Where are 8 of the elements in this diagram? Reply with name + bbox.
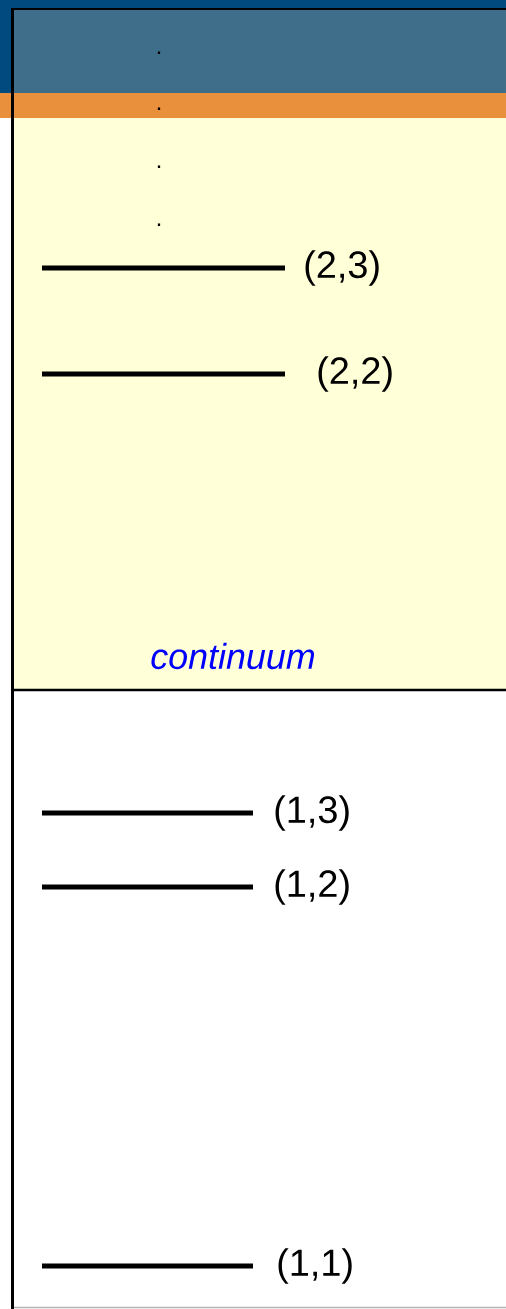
- level-label: (1,2): [275, 869, 349, 905]
- level-label: (1,3): [275, 795, 349, 831]
- level-label: (1,1): [278, 1248, 352, 1284]
- ellipsis-dot: .: [157, 223, 161, 226]
- level-label: (2,3): [305, 250, 379, 286]
- ellipsis-dot: .: [157, 51, 161, 54]
- level-label: (2,2): [318, 356, 392, 392]
- ellipsis-dot: .: [157, 165, 161, 168]
